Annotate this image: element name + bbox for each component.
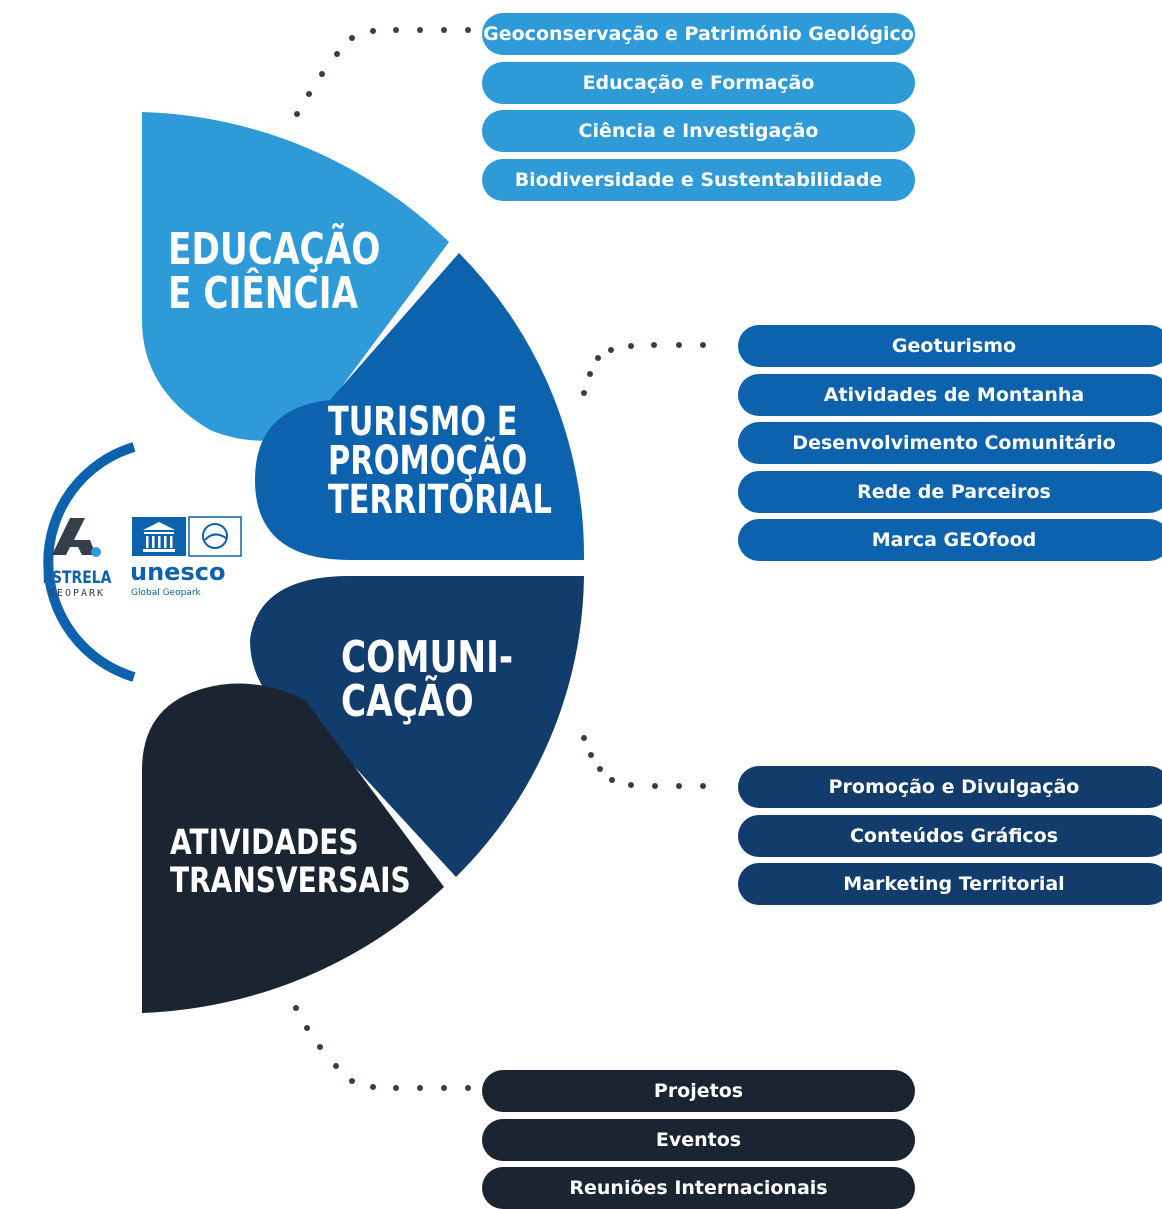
global-geopark-text: Global Geopark bbox=[131, 588, 202, 598]
connector-dot bbox=[294, 111, 300, 117]
sector-comunicacao bbox=[250, 576, 584, 877]
connector-dot bbox=[333, 1063, 339, 1069]
connector-dots bbox=[293, 27, 706, 1091]
connector-dot bbox=[581, 735, 587, 741]
connector-dot bbox=[370, 28, 376, 34]
sector-title-line: EDUCAÇÃO bbox=[168, 224, 381, 275]
connector-dot bbox=[652, 783, 658, 789]
connector-dot bbox=[676, 342, 682, 348]
connector-dot bbox=[628, 782, 634, 788]
unesco-text: unesco bbox=[130, 558, 225, 586]
pill-turismo-item: Geoturismo bbox=[738, 325, 1162, 367]
sector-title-line: TURISMO E bbox=[328, 399, 518, 445]
sector-title-line: PROMOÇÃO bbox=[328, 438, 528, 485]
connector-dot bbox=[597, 766, 603, 772]
pill-educacao-item: Ciência e Investigação bbox=[482, 110, 915, 152]
pill-educacao-item: Geoconservação e Património Geológico bbox=[482, 13, 915, 55]
connector-dot bbox=[609, 777, 615, 783]
sector-title-line: TERRITORIAL bbox=[328, 477, 552, 524]
pill-educacao-item: Biodiversidade e Sustentabilidade bbox=[482, 159, 915, 201]
connector-dot bbox=[441, 1085, 447, 1091]
pill-atividades-item: Reuniões Internacionais bbox=[482, 1167, 915, 1209]
connector-dot bbox=[349, 1078, 355, 1084]
estrela-text: ESTRELA bbox=[43, 568, 112, 588]
connector-dot bbox=[417, 27, 423, 33]
sector-title-line: TRANSVERSAIS bbox=[170, 860, 411, 901]
sector-title-line: COMUNI- bbox=[341, 632, 514, 683]
sector-title-educacao: EDUCAÇÃO E CIÊNCIA bbox=[168, 228, 380, 316]
pill-comunicacao-item: Marketing Territorial bbox=[738, 863, 1162, 905]
connector-dot bbox=[441, 27, 447, 33]
connector-dot bbox=[581, 390, 587, 396]
sector-title-line: E CIÊNCIA bbox=[168, 268, 359, 319]
sector-title-comunicacao: COMUNI- CAÇÃO bbox=[341, 636, 513, 724]
connector-dot bbox=[595, 355, 601, 361]
connector-dot bbox=[417, 1085, 423, 1091]
connector-dot bbox=[651, 342, 657, 348]
connector-dot bbox=[465, 27, 471, 33]
connector-dot bbox=[587, 371, 593, 377]
sector-title-turismo: TURISMO E PROMOÇÃO TERRITORIAL bbox=[328, 399, 552, 524]
connector-dot bbox=[317, 1044, 323, 1050]
geopark-text: GEOPARK bbox=[49, 588, 105, 599]
global-geopark-circle-icon bbox=[188, 516, 242, 557]
pill-turismo-item: Atividades de Montanha bbox=[738, 374, 1162, 416]
connector-dot bbox=[393, 1085, 399, 1091]
connector-dot bbox=[370, 1084, 376, 1090]
pill-comunicacao-item: Conteúdos Gráficos bbox=[738, 815, 1162, 857]
pill-atividades-item: Projetos bbox=[482, 1070, 915, 1112]
connector-dot bbox=[588, 752, 594, 758]
connector-dot bbox=[334, 51, 340, 57]
logo-frame-arc bbox=[43, 442, 136, 682]
pill-atividades-item: Eventos bbox=[482, 1119, 915, 1161]
connector-dot bbox=[465, 1085, 471, 1091]
connector-dot bbox=[349, 35, 355, 41]
connector-dot bbox=[306, 91, 312, 97]
estrela-geopark-logo-icon bbox=[52, 518, 101, 557]
pill-turismo-item: Rede de Parceiros bbox=[738, 471, 1162, 513]
connector-dot bbox=[628, 343, 634, 349]
connector-dot bbox=[293, 1005, 299, 1011]
unesco-temple-icon bbox=[132, 517, 186, 556]
pill-educacao-item: Educação e Formação bbox=[482, 62, 915, 104]
connector-dot bbox=[676, 783, 682, 789]
connector-dot bbox=[393, 27, 399, 33]
sector-title-line: CAÇÃO bbox=[341, 676, 474, 727]
connector-dot bbox=[304, 1025, 310, 1031]
connector-dot bbox=[700, 783, 706, 789]
sector-title-line: ATIVIDADES bbox=[170, 823, 359, 863]
sector-title-atividades: ATIVIDADES TRANSVERSAIS bbox=[170, 823, 411, 901]
connector-dot bbox=[319, 71, 325, 77]
connector-dot bbox=[700, 342, 706, 348]
sector-educacao bbox=[142, 112, 449, 441]
connector-dot bbox=[608, 347, 614, 353]
sector-turismo bbox=[255, 253, 585, 560]
pill-turismo-item: Desenvolvimento Comunitário bbox=[738, 422, 1162, 464]
sector-atividades bbox=[142, 683, 444, 1013]
pill-turismo-item: Marca GEOfood bbox=[738, 519, 1162, 561]
pill-comunicacao-item: Promoção e Divulgação bbox=[738, 766, 1162, 808]
